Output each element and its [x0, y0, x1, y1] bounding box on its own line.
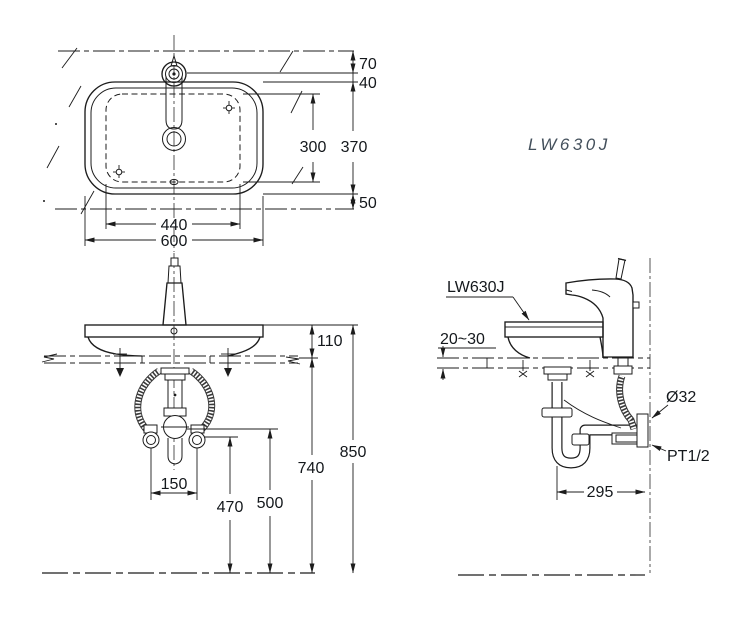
plan-bolt-marker [113, 165, 125, 178]
front-drain [160, 367, 190, 465]
side-basin [504, 321, 604, 359]
plan-counter-outline [43, 47, 354, 215]
dim-40: 40 [359, 75, 377, 92]
side-wall-flange [636, 413, 649, 448]
dim-500: 500 [257, 495, 284, 512]
dim-110: 110 [317, 333, 343, 350]
side-supply-hose [616, 374, 638, 431]
front-view: 110 850 740 500 470 150 [41, 253, 367, 574]
side-popup-rod [563, 399, 622, 429]
dim-470: 470 [217, 499, 244, 516]
dim-70: 70 [359, 56, 377, 73]
side-clamp-bolt [584, 360, 596, 378]
dim-300: 300 [300, 139, 327, 156]
side-clamp-bolt [517, 360, 529, 378]
front-clamp-bolt [113, 348, 127, 377]
dim-295: 295 [587, 484, 614, 501]
plan-bolt-marker [223, 101, 235, 114]
plan-overflow-mark [169, 178, 179, 186]
front-counter [41, 353, 301, 365]
dim-600: 600 [161, 233, 188, 250]
dim-150: 150 [161, 476, 188, 493]
dim-740: 740 [298, 460, 325, 477]
front-dimensions: 110 850 740 500 470 150 [150, 324, 367, 574]
plan-cutout-dashed [105, 93, 241, 183]
label-model: LW630J [447, 279, 505, 296]
front-clamp-bolt [221, 348, 235, 377]
label-counter-thickness: 20~30 [440, 331, 485, 348]
dim-370: 370 [341, 139, 368, 156]
side-labels: LW630J 20~30 Ø32 PT1/2 [438, 279, 710, 465]
side-faucet [565, 257, 640, 358]
page-title: LW630J [528, 135, 611, 154]
dim-50: 50 [359, 195, 377, 212]
side-view: LW630J 20~30 Ø32 PT1/2 295 [437, 257, 710, 576]
side-faucet-shank [613, 357, 633, 375]
plan-view: 70 40 300 370 50 440 600 [43, 35, 377, 252]
dim-440: 440 [161, 217, 188, 234]
dim-850: 850 [340, 444, 367, 461]
plan-faucet [161, 54, 187, 151]
plan-spout-circle [162, 127, 186, 151]
side-trap [541, 366, 638, 469]
side-wall-fittings [611, 413, 649, 448]
plan-dimensions: 70 40 300 370 50 440 600 [84, 50, 377, 250]
side-dimensions: 295 [556, 466, 646, 501]
label-supply-thread: PT1/2 [667, 448, 710, 465]
label-drain-diameter: Ø32 [666, 389, 696, 406]
front-faucet [162, 257, 187, 326]
